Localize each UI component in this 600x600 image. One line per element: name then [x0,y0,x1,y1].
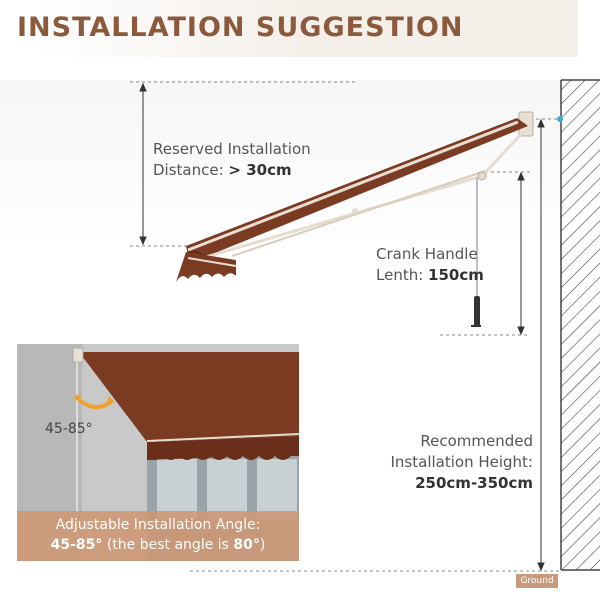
title-band [0,0,578,57]
ground-label: Ground [516,574,558,588]
inset-angle-label: 45-85° [45,421,93,437]
reserved-distance-label: Reserved Installation Distance: > 30cm [153,139,311,181]
mount-point-marker [557,116,563,122]
crank-handle-prefix: Lenth: [376,266,429,284]
installation-height-value: 250cm-350cm [390,473,533,494]
crank-handle [471,178,481,327]
angle-caption-end: ) [259,537,266,553]
installation-height-range: 250cm-350cm [415,474,533,492]
reserved-distance-value: > 30cm [228,161,292,179]
crank-length-arrow [517,171,525,336]
page-title: INSTALLATION SUGGESTION [17,12,464,43]
angle-caption-mid: (the best angle is [102,537,234,553]
crank-handle-line1: Crank Handle [376,245,478,263]
reserved-distance-prefix: Distance: [153,161,229,179]
awning [176,111,534,282]
angle-caption-line2: 45-85° (the best angle is 80°) [17,535,299,555]
reserved-distance-line2: Distance: > 30cm [153,160,311,181]
crank-handle-value: 150cm [428,266,484,284]
crank-handle-line2: Lenth: 150cm [376,265,484,286]
reserved-distance-arrow [139,82,147,246]
installation-height-label: Recommended Installation Height: 250cm-3… [390,431,534,494]
best-angle-value: 80° [233,537,260,553]
installation-height-line2: Installation Height: [390,453,534,471]
reserved-distance-line1: Reserved Installation [153,140,311,158]
angle-range-value: 45-85° [50,537,103,553]
angle-caption-line1: Adjustable Installation Angle: [55,517,261,533]
angle-caption: Adjustable Installation Angle: 45-85° (t… [17,511,299,561]
installation-height-arrow [537,118,545,572]
installation-height-line1: Recommended [420,432,533,450]
crank-handle-label: Crank Handle Lenth: 150cm [376,244,484,286]
wall [560,79,600,571]
